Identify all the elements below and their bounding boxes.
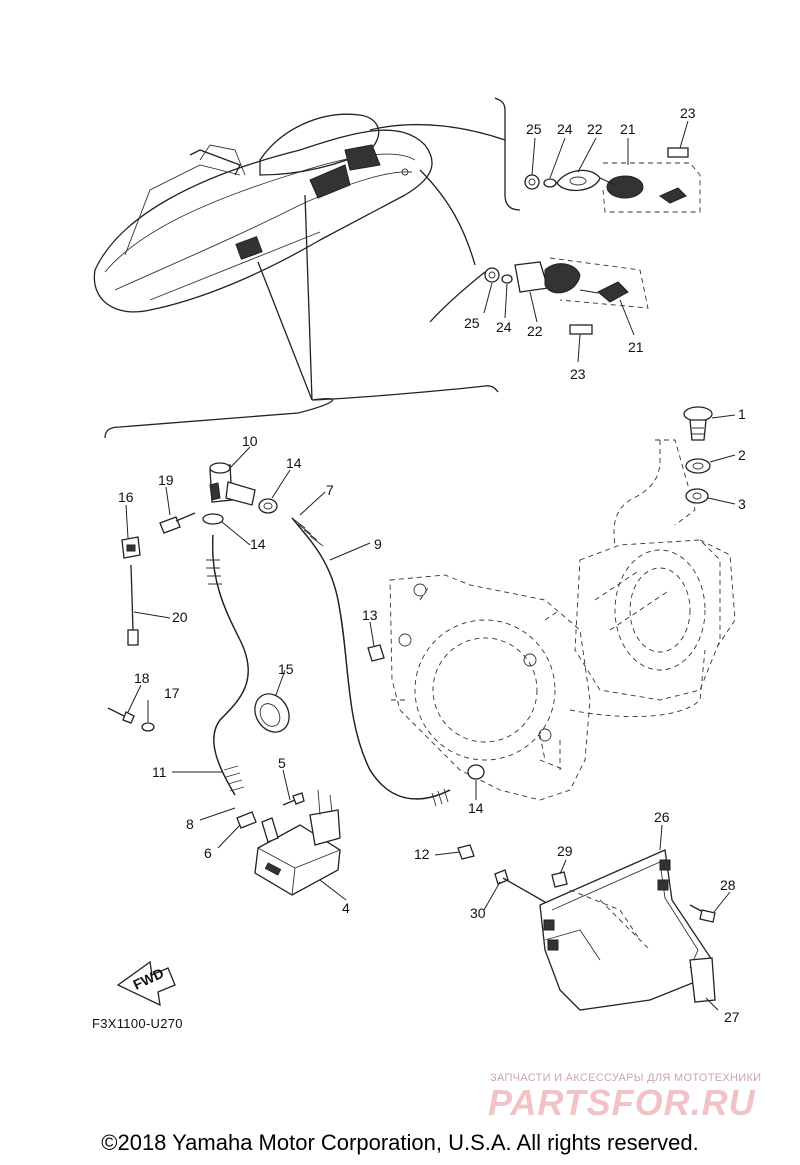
rivet bbox=[282, 792, 305, 806]
callout-8: 8 bbox=[186, 816, 194, 832]
callout-10: 10 bbox=[242, 433, 258, 449]
pump-vent-hose bbox=[613, 440, 661, 546]
figure-code: F3X1100-U270 bbox=[92, 1016, 183, 1031]
rivet-bolt bbox=[159, 512, 196, 534]
callout-6: 6 bbox=[204, 845, 212, 861]
washer bbox=[685, 488, 709, 504]
watermark-tagline: ЗАПЧАСТИ И АКСЕССУАРЫ ДЛЯ МОТОТЕХНИКИ bbox=[490, 1072, 762, 1084]
nut-29 bbox=[551, 871, 568, 888]
callout-16: 16 bbox=[118, 489, 134, 505]
callout-14-left: 14 bbox=[250, 536, 266, 552]
callout-17: 17 bbox=[164, 685, 180, 701]
callout-2: 2 bbox=[738, 447, 746, 463]
callout-24-mid: 24 bbox=[496, 319, 512, 335]
washer-small bbox=[141, 722, 155, 732]
bilge-hose-long bbox=[291, 517, 451, 807]
callout-18: 18 bbox=[134, 670, 150, 686]
hex-nut-12 bbox=[457, 844, 475, 860]
detail-bracket-upper bbox=[494, 97, 701, 213]
callout-15: 15 bbox=[278, 661, 294, 677]
nut bbox=[685, 458, 711, 474]
hex-nut-13 bbox=[367, 644, 385, 662]
callout-29: 29 bbox=[557, 843, 573, 859]
callout-23-mid: 23 bbox=[570, 366, 586, 382]
cable-holder bbox=[121, 536, 141, 559]
callout-12: 12 bbox=[414, 846, 430, 862]
bolt-28 bbox=[689, 904, 716, 923]
bilge-hose-short bbox=[206, 534, 249, 796]
watermark-logo: PARTSFOR.RU bbox=[488, 1082, 756, 1123]
callout-27: 27 bbox=[724, 1009, 740, 1025]
copyright-notice: ©2018 Yamaha Motor Corporation, U.S.A. A… bbox=[101, 1130, 699, 1155]
callout-labels: 1 2 3 4 5 6 7 8 9 10 11 12 13 14 14 14 1… bbox=[118, 105, 746, 1025]
control-box bbox=[254, 789, 341, 896]
callout-28: 28 bbox=[720, 877, 736, 893]
callout-7: 7 bbox=[326, 482, 334, 498]
hose-clamp bbox=[202, 498, 485, 780]
callout-25-mid: 25 bbox=[464, 315, 480, 331]
callout-5: 5 bbox=[278, 755, 286, 771]
fwd-arrow-icon: FWD bbox=[116, 960, 176, 1007]
callout-4: 4 bbox=[342, 900, 350, 916]
overview-leader-lines bbox=[257, 123, 506, 401]
callout-14-top: 14 bbox=[286, 455, 302, 471]
intake-cover bbox=[539, 849, 716, 1011]
callout-22-mid: 22 bbox=[527, 323, 543, 339]
plug bbox=[683, 406, 713, 441]
callout-3: 3 bbox=[738, 496, 746, 512]
callout-26: 26 bbox=[654, 809, 670, 825]
cable-tie bbox=[127, 564, 139, 646]
joint bbox=[236, 811, 257, 829]
detail-bracket-middle bbox=[429, 257, 649, 335]
callout-11: 11 bbox=[152, 764, 167, 780]
callout-19: 19 bbox=[158, 472, 174, 488]
callout-25-top: 25 bbox=[526, 121, 542, 137]
callout-leaders bbox=[125, 120, 736, 1011]
callout-30: 30 bbox=[470, 905, 486, 921]
callout-24-top: 24 bbox=[557, 121, 573, 137]
hose-elbow-fitting bbox=[209, 462, 256, 506]
callout-21-mid: 21 bbox=[628, 339, 644, 355]
callout-13: 13 bbox=[362, 607, 378, 623]
callout-23-top: 23 bbox=[680, 105, 696, 121]
callout-22-top: 22 bbox=[587, 121, 603, 137]
callout-21-top: 21 bbox=[620, 121, 636, 137]
watercraft-illustration bbox=[93, 113, 433, 313]
callout-9: 9 bbox=[374, 536, 382, 552]
callout-20: 20 bbox=[172, 609, 188, 625]
callout-1: 1 bbox=[738, 406, 746, 422]
callout-14-bottom: 14 bbox=[468, 800, 484, 816]
screw bbox=[107, 707, 135, 724]
grommet bbox=[254, 693, 290, 733]
jet-pump-housing bbox=[389, 539, 736, 801]
bolt-30 bbox=[494, 869, 546, 903]
main-area-frame bbox=[104, 385, 499, 439]
